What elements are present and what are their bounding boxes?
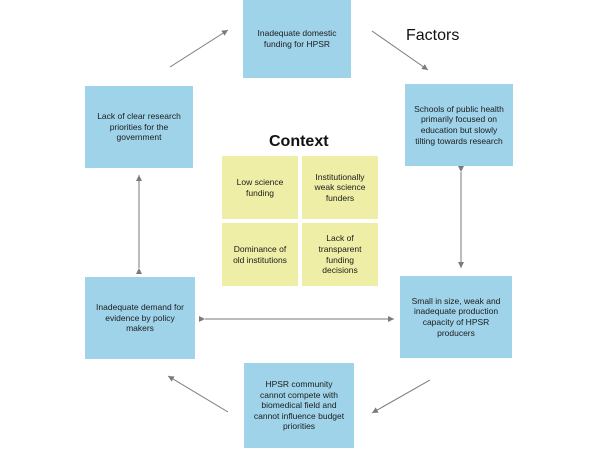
factor-text-top-left: Lack of clear research priorities for th… (97, 111, 181, 143)
context-box-top-left: Low science funding (222, 156, 298, 219)
factor-text-bottom-right: Small in size, weak and inadequate produ… (411, 295, 501, 338)
factor-text-top-right: Schools of public health primarily focus… (414, 103, 504, 146)
context-text-top-right: Institutionally weak science funders (314, 171, 366, 203)
factor-text-top: Inadequate domestic funding for HPSR (257, 28, 337, 49)
arrow-top-left-to-top (169, 29, 229, 68)
factor-box-bottom-right: Small in size, weak and inadequate produ… (400, 276, 512, 358)
arrow-bottom-right-to-bottom (371, 379, 431, 414)
arrow-bottom-to-bottom-left (167, 375, 229, 413)
context-text-top-left: Low science funding (236, 176, 284, 198)
context-box-bottom-left: Dominance of old institutions (222, 223, 298, 286)
factor-box-top-right: Schools of public health primarily focus… (405, 84, 513, 166)
factor-box-top: Inadequate domestic funding for HPSR (243, 0, 351, 78)
context-title: Context (269, 133, 329, 150)
context-text-bottom-right: Lack of transparent funding decisions (318, 233, 362, 276)
factor-box-bottom-left: Inadequate demand for evidence by policy… (85, 277, 195, 359)
factors-title: Factors (406, 27, 460, 44)
arrow-top-to-top-right (371, 30, 429, 71)
factor-box-top-left: Lack of clear research priorities for th… (85, 86, 193, 168)
context-text-bottom-left: Dominance of old institutions (233, 243, 287, 265)
factor-box-bottom: HPSR community cannot compete with biome… (244, 363, 354, 448)
context-box-top-right: Institutionally weak science funders (302, 156, 378, 219)
factor-text-bottom-left: Inadequate demand for evidence by policy… (96, 302, 184, 334)
context-box-bottom-right: Lack of transparent funding decisions (302, 223, 378, 286)
factor-text-bottom: HPSR community cannot compete with biome… (253, 378, 345, 432)
